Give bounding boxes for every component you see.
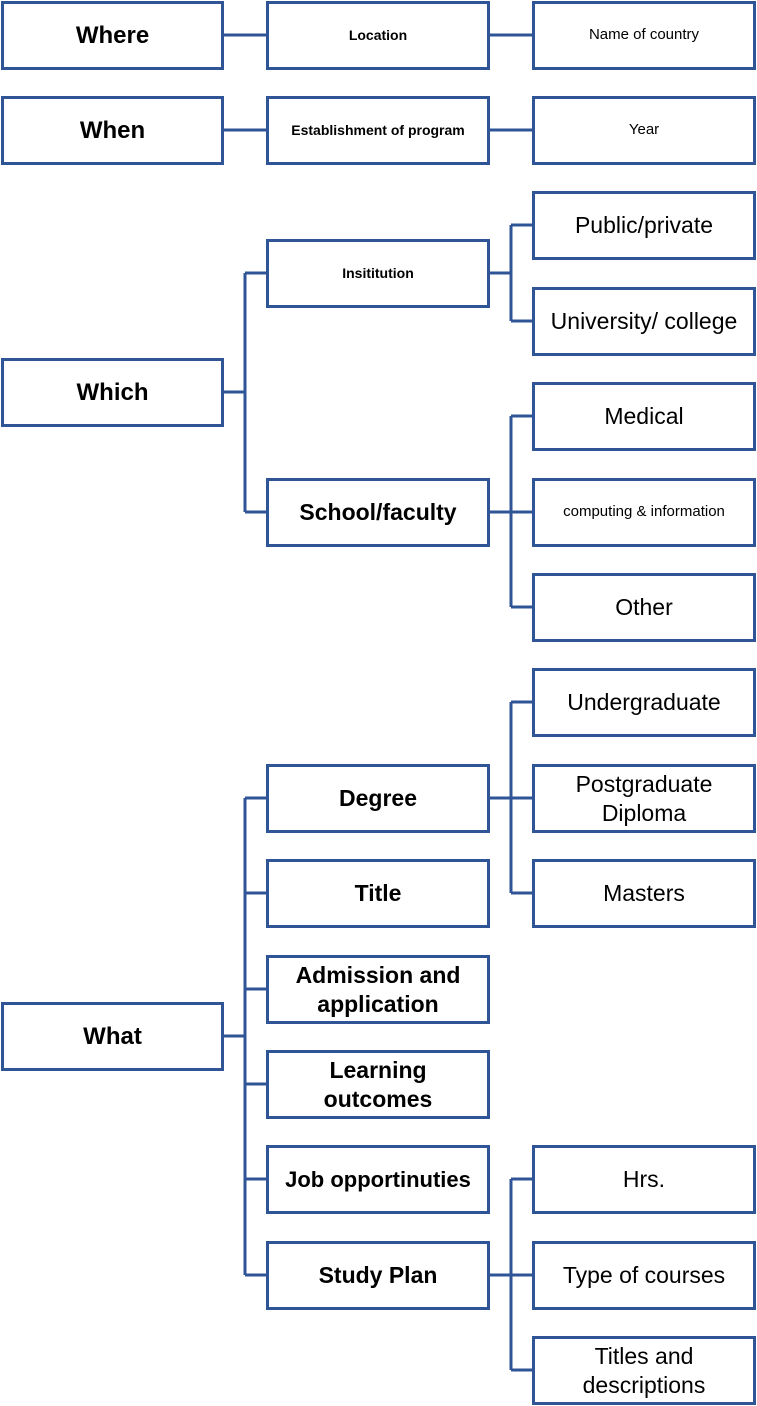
node-job-opportunities: Job opportinuties bbox=[266, 1145, 490, 1214]
node-masters: Masters bbox=[532, 859, 756, 928]
node-postgraduate-diploma: Postgraduate Diploma bbox=[532, 764, 756, 833]
node-when: When bbox=[1, 96, 224, 165]
connector-institution-children bbox=[490, 223, 532, 323]
node-type-of-courses: Type of courses bbox=[532, 1241, 756, 1310]
node-admission-application: Admission and application bbox=[266, 955, 490, 1024]
node-degree: Degree bbox=[266, 764, 490, 833]
node-establishment-of-program: Establishment of program bbox=[266, 96, 490, 165]
node-where: Where bbox=[1, 1, 224, 70]
connector-studyplan-children bbox=[490, 1177, 532, 1372]
node-institution: Insititution bbox=[266, 239, 490, 308]
node-year: Year bbox=[532, 96, 756, 165]
node-name-of-country: Name of country bbox=[532, 1, 756, 70]
node-location: Location bbox=[266, 1, 490, 70]
node-university-college: University/ college bbox=[532, 287, 756, 356]
node-study-plan: Study Plan bbox=[266, 1241, 490, 1310]
node-learning-outcomes: Learning outcomes bbox=[266, 1050, 490, 1119]
node-medical: Medical bbox=[532, 382, 756, 451]
node-school-faculty: School/faculty bbox=[266, 478, 490, 547]
connector-what-trunk bbox=[224, 796, 266, 1277]
node-what: What bbox=[1, 1002, 224, 1071]
node-which: Which bbox=[1, 358, 224, 427]
node-computing-information: computing & information bbox=[532, 478, 756, 547]
connector-school-children bbox=[490, 414, 532, 609]
node-hrs: Hrs. bbox=[532, 1145, 756, 1214]
node-undergraduate: Undergraduate bbox=[532, 668, 756, 737]
node-titles-descriptions: Titles and descriptions bbox=[532, 1336, 756, 1405]
connector-degree-children bbox=[490, 700, 532, 895]
connector-which-trunk bbox=[224, 271, 266, 514]
node-title: Title bbox=[266, 859, 490, 928]
node-other: Other bbox=[532, 573, 756, 642]
node-public-private: Public/private bbox=[532, 191, 756, 260]
